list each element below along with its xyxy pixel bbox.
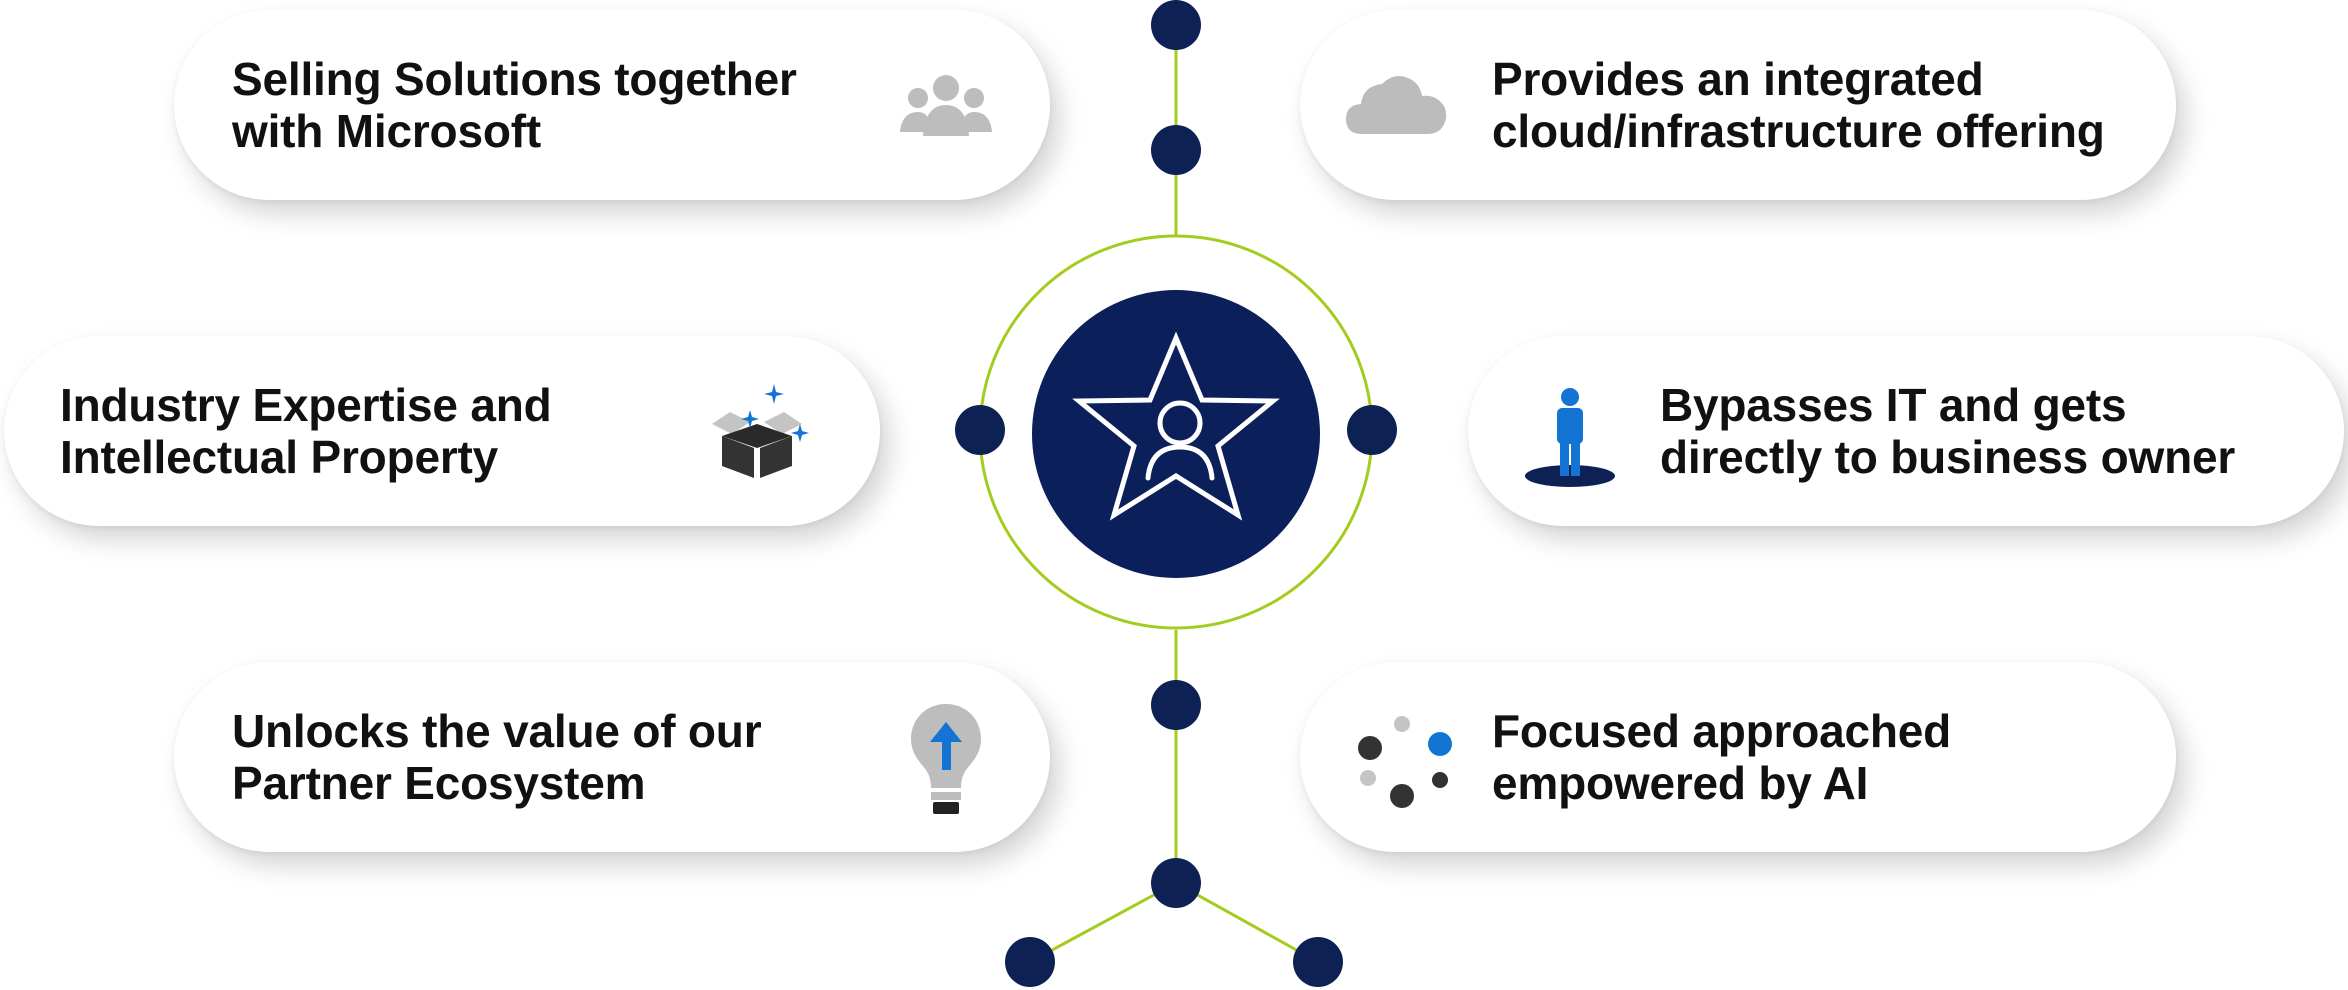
node-top-1 <box>1151 0 1201 50</box>
open-box-sparkle-icon <box>708 382 814 478</box>
card-text: Industry Expertise and Intellectual Prop… <box>60 379 552 483</box>
cloud-icon <box>1344 72 1450 138</box>
card-line: Focused approached <box>1492 705 1952 757</box>
card-industry-expertise: Industry Expertise and Intellectual Prop… <box>4 336 880 526</box>
card-line: cloud/infrastructure offering <box>1492 105 2105 157</box>
card-line: Partner Ecosystem <box>232 757 646 809</box>
card-text: Focused approached empowered by AI <box>1492 705 1951 809</box>
card-partner-ecosystem: Unlocks the value of our Partner Ecosyst… <box>174 662 1050 852</box>
hub-circle <box>1032 290 1320 578</box>
node-top-2 <box>1151 125 1201 175</box>
node-bottom-2 <box>1151 858 1201 908</box>
card-cloud-offering: Provides an integrated cloud/infrastruct… <box>1300 10 2176 200</box>
node-bottom-1 <box>1151 680 1201 730</box>
card-line: directly to business owner <box>1660 431 2236 483</box>
card-line: Selling Solutions together <box>232 53 797 105</box>
people-group-icon <box>898 74 994 138</box>
card-bypasses-it: Bypasses IT and gets directly to busines… <box>1468 336 2344 526</box>
node-right <box>1347 405 1397 455</box>
card-text: Provides an integrated cloud/infrastruct… <box>1492 53 2105 157</box>
person-on-platform-icon <box>1524 386 1618 488</box>
card-line: Intellectual Property <box>60 431 499 483</box>
connector-line-branch-left <box>1029 881 1177 964</box>
lightbulb-arrow-icon <box>908 702 984 816</box>
node-branch-left <box>1005 937 1055 987</box>
card-text: Unlocks the value of our Partner Ecosyst… <box>232 705 762 809</box>
card-line: Bypasses IT and gets <box>1660 379 2127 431</box>
card-line: Unlocks the value of our <box>232 705 762 757</box>
card-text: Selling Solutions together with Microsof… <box>232 53 797 157</box>
scattered-dots-icon <box>1354 712 1454 808</box>
card-line: Provides an integrated <box>1492 53 1984 105</box>
card-selling-solutions: Selling Solutions together with Microsof… <box>174 10 1050 200</box>
node-left <box>955 405 1005 455</box>
card-focused-ai: Focused approached empowered by AI <box>1300 662 2176 852</box>
star-person-icon <box>1072 331 1280 521</box>
node-branch-right <box>1293 937 1343 987</box>
card-line: Industry Expertise and <box>60 379 552 431</box>
card-text: Bypasses IT and gets directly to busines… <box>1660 379 2235 483</box>
card-line: with Microsoft <box>232 105 541 157</box>
card-line: empowered by AI <box>1492 757 1869 809</box>
connector-line-branch-right <box>1175 881 1319 964</box>
